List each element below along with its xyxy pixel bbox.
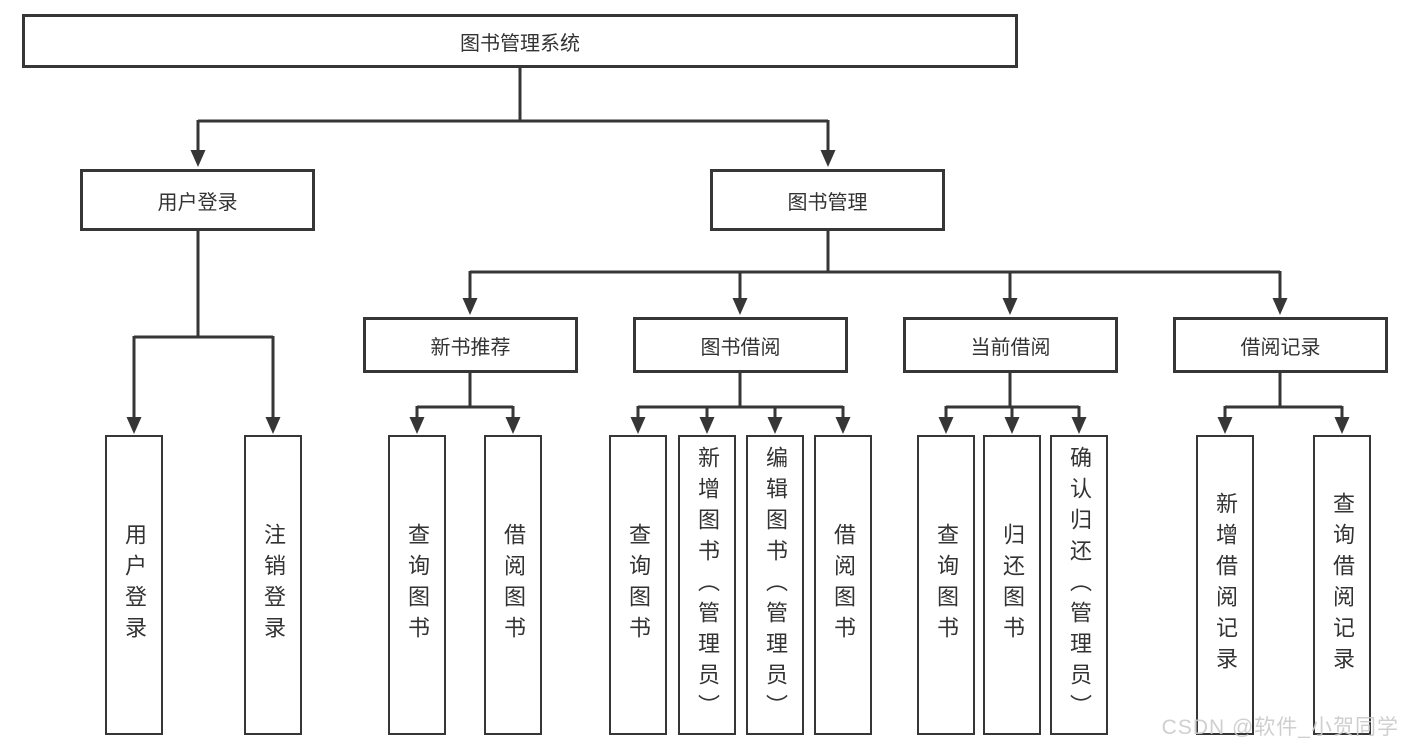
node-label: 注销登录	[261, 523, 286, 647]
node-label: 查询图书	[626, 523, 651, 647]
leaf-confirm-return-admin: 确认归还（管理员）	[1050, 435, 1108, 735]
node-label: 图书管理	[787, 191, 868, 214]
leaf-return-books: 归还图书	[983, 435, 1041, 735]
leaf-edit-book-admin: 编辑图书（管理员）	[746, 435, 804, 735]
node-library-management-system: 图书管理系统	[22, 14, 1018, 68]
node-label: 确认归还（管理员）	[1067, 445, 1092, 725]
node-current-borrowing: 当前借阅	[903, 317, 1118, 373]
leaf-query-books-borrowing: 查询图书	[609, 435, 667, 735]
node-label: 查询借阅记录	[1330, 492, 1355, 678]
arrowhead-icons	[126, 150, 1350, 434]
node-label: 新增图书（管理员）	[695, 445, 720, 725]
node-label: 归还图书	[1000, 523, 1025, 647]
leaf-borrow-books: 借阅图书	[814, 435, 872, 735]
node-label: 编辑图书（管理员）	[763, 445, 788, 725]
node-label: 用户登录	[122, 523, 147, 647]
leaf-user-login: 用户登录	[105, 435, 163, 735]
leaf-add-borrow-record: 新增借阅记录	[1196, 435, 1254, 735]
node-borrowing-records: 借阅记录	[1173, 317, 1388, 373]
node-label: 图书借阅	[700, 336, 781, 359]
node-book-borrowing: 图书借阅	[633, 317, 848, 373]
node-new-book-recommendation: 新书推荐	[363, 317, 578, 373]
node-label: 新书推荐	[430, 336, 511, 359]
leaf-query-books-recommend: 查询图书	[388, 435, 446, 735]
node-label: 查询图书	[934, 523, 959, 647]
node-label: 借阅图书	[831, 523, 856, 647]
node-label: 当前借阅	[970, 336, 1051, 359]
node-label: 查询图书	[405, 523, 430, 647]
node-book-management-branch: 图书管理	[710, 169, 945, 231]
node-user-login-branch: 用户登录	[80, 169, 315, 231]
leaf-logout: 注销登录	[244, 435, 302, 735]
node-label: 用户登录	[157, 191, 238, 214]
leaf-add-book-admin: 新增图书（管理员）	[678, 435, 736, 735]
node-label: 借阅记录	[1240, 336, 1321, 359]
node-label: 图书管理系统	[460, 32, 580, 55]
leaf-query-borrow-record: 查询借阅记录	[1313, 435, 1371, 735]
leaf-query-books-current: 查询图书	[917, 435, 975, 735]
node-label: 新增借阅记录	[1213, 492, 1238, 678]
node-label: 借阅图书	[501, 523, 526, 647]
leaf-borrow-books-recommend: 借阅图书	[484, 435, 542, 735]
